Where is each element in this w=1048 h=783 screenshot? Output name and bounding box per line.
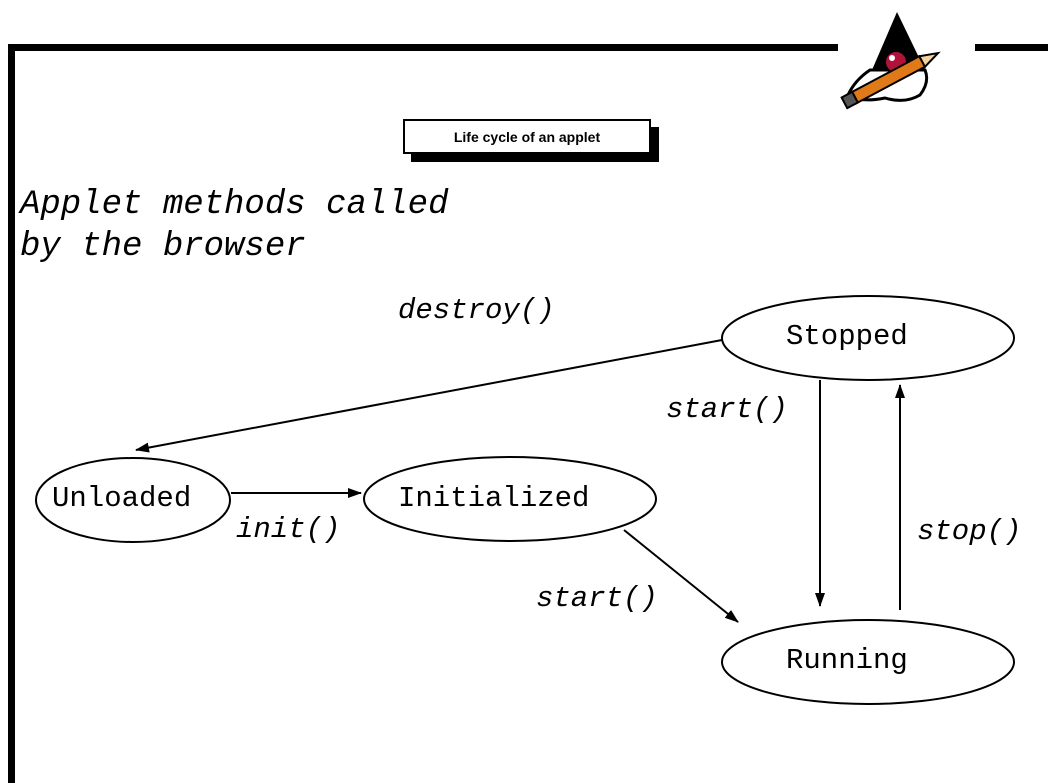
state-initialized-label: Initialized bbox=[398, 482, 590, 515]
page-title: Life cycle of an applet bbox=[403, 119, 651, 154]
subtitle-line-1: Applet methods called bbox=[20, 186, 449, 224]
transition-start-initialized-label: start() bbox=[536, 582, 658, 615]
state-stopped-label: Stopped bbox=[786, 320, 908, 353]
state-stopped-node bbox=[721, 295, 1015, 381]
frame-top-left-bar bbox=[8, 44, 838, 51]
transition-destroy-label: destroy() bbox=[398, 294, 555, 327]
state-running-label: Running bbox=[786, 644, 908, 677]
subtitle-line-2: by the browser bbox=[20, 228, 306, 266]
frame-left-bar bbox=[8, 44, 15, 783]
transition-start-stopped-label: start() bbox=[666, 393, 788, 426]
state-unloaded-node bbox=[35, 457, 231, 543]
state-running-node bbox=[721, 619, 1015, 705]
slide-frame bbox=[8, 44, 1048, 783]
duke-pencil-icon bbox=[840, 12, 941, 110]
state-unloaded-label: Unloaded bbox=[52, 482, 192, 515]
state-initialized-node bbox=[363, 456, 657, 542]
subtitle: Applet methods called by the browser bbox=[20, 184, 448, 268]
frame-top-right-bar bbox=[975, 44, 1048, 51]
arrow-start-from-initialized bbox=[623, 529, 739, 623]
transition-init-label: init() bbox=[236, 513, 341, 546]
transition-stop-label: stop() bbox=[917, 515, 1022, 548]
arrow-destroy bbox=[135, 339, 723, 453]
